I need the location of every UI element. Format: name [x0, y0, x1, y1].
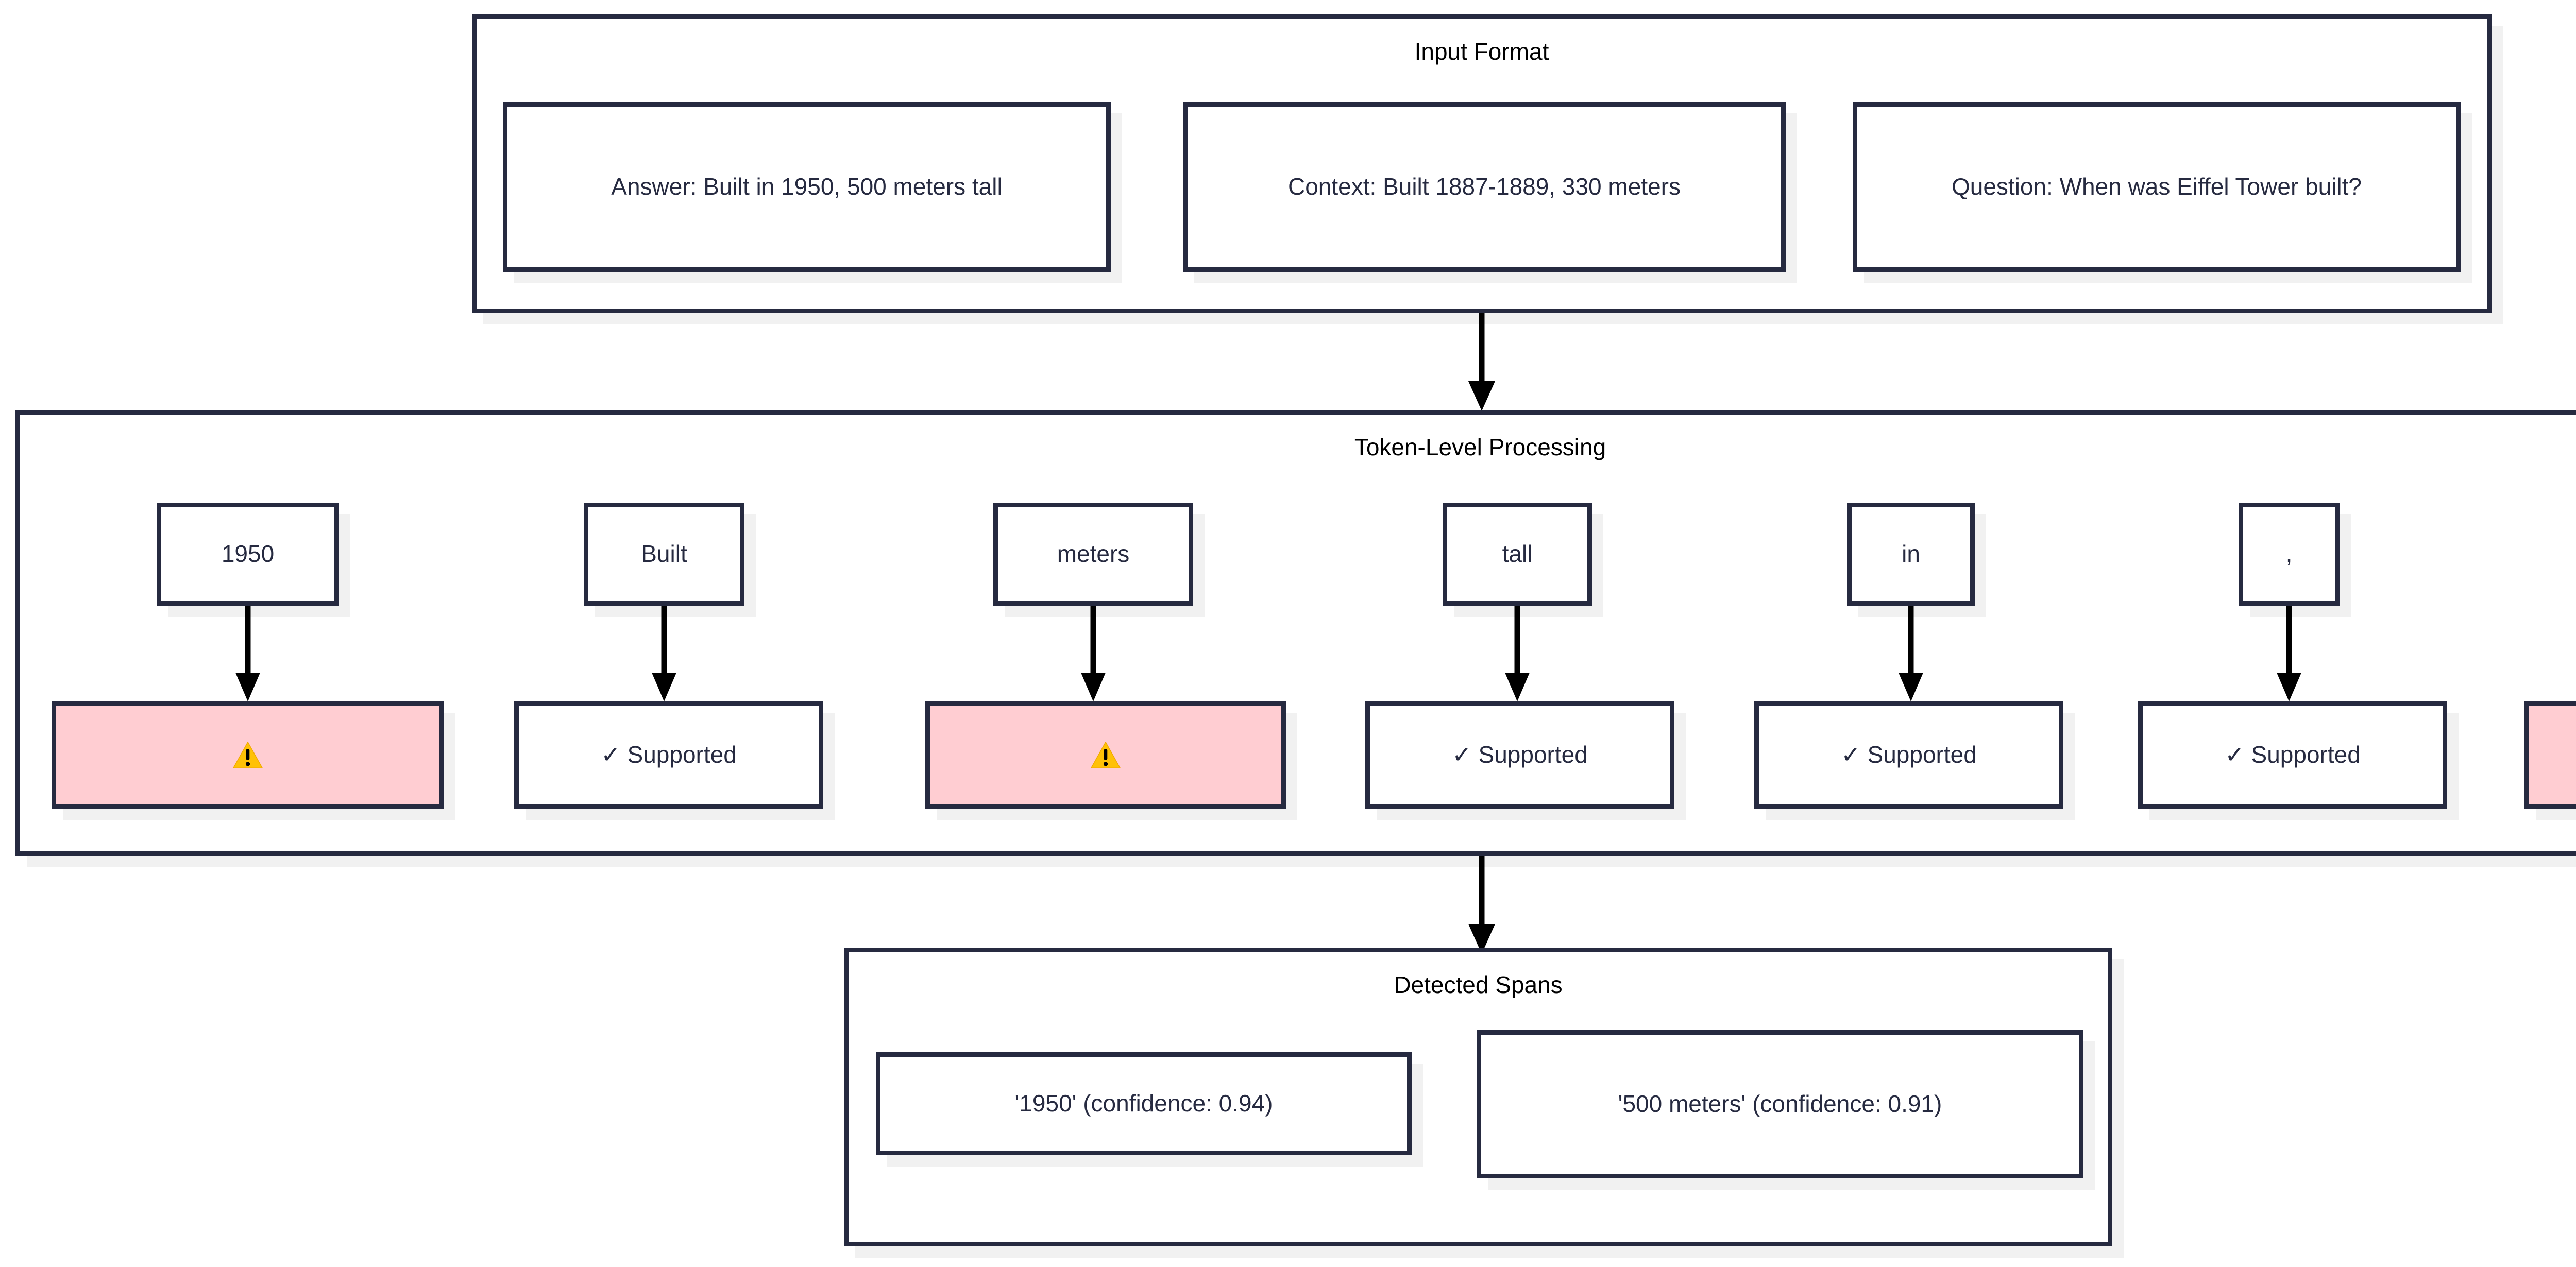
- status-box-meters[interactable]: [925, 701, 1286, 809]
- status-label-built: ✓ Supported: [601, 741, 737, 768]
- edge-token-built-to-status: [652, 606, 676, 701]
- token-box-comma[interactable]: ,: [2239, 503, 2340, 606]
- node-span-500-meters[interactable]: '500 meters' (confidence: 0.91): [1477, 1030, 2083, 1178]
- node-context-label: Context: Built 1887-1889, 330 meters: [1287, 173, 1681, 200]
- node-context[interactable]: Context: Built 1887-1889, 330 meters: [1183, 102, 1786, 272]
- node-question-label: Question: When was Eiffel Tower built?: [1951, 173, 2362, 200]
- status-box-tall[interactable]: ✓ Supported: [1365, 701, 1674, 809]
- node-span-1950[interactable]: '1950' (confidence: 0.94): [876, 1052, 1412, 1155]
- status-box-built[interactable]: ✓ Supported: [514, 701, 823, 809]
- token-box-built[interactable]: Built: [584, 503, 744, 606]
- node-span-500-meters-label: '500 meters' (confidence: 0.91): [1618, 1090, 1942, 1118]
- subgraph-title-detected-spans: Detected Spans: [1394, 971, 1563, 998]
- status-box-1950[interactable]: [52, 701, 444, 809]
- token-label-comma: ,: [2285, 540, 2293, 568]
- edge-input-to-token-processing: [1468, 313, 1495, 411]
- status-label-comma: ✓ Supported: [2225, 741, 2361, 768]
- subgraph-title-input-format: Input Format: [1414, 38, 1549, 65]
- token-label-meters: meters: [1057, 540, 1130, 568]
- token-label-tall: tall: [1502, 540, 1533, 568]
- token-label-in: in: [1902, 540, 1920, 568]
- node-span-1950-label: '1950' (confidence: 0.94): [1014, 1090, 1273, 1117]
- warning-icon: [232, 739, 264, 771]
- status-box-comma[interactable]: ✓ Supported: [2138, 701, 2447, 809]
- edge-token-in-to-status: [1899, 606, 1923, 701]
- token-label-built: Built: [641, 540, 687, 568]
- node-question[interactable]: Question: When was Eiffel Tower built?: [1853, 102, 2461, 272]
- status-label-tall: ✓ Supported: [1452, 741, 1588, 768]
- token-box-tall[interactable]: tall: [1443, 503, 1592, 606]
- status-label-in: ✓ Supported: [1841, 741, 1977, 768]
- status-box-in[interactable]: ✓ Supported: [1754, 701, 2063, 809]
- node-answer[interactable]: Answer: Built in 1950, 500 meters tall: [503, 102, 1111, 272]
- subgraph-title-token-level-processing: Token-Level Processing: [1354, 434, 1606, 460]
- token-box-meters[interactable]: meters: [993, 503, 1193, 606]
- token-box-1950[interactable]: 1950: [157, 503, 339, 606]
- edge-token-processing-to-detected-spans: [1468, 856, 1495, 954]
- warning-icon: [1090, 739, 1122, 771]
- status-box-500[interactable]: [2524, 701, 2576, 809]
- token-label-1950: 1950: [221, 540, 275, 568]
- edge-token-tall-to-status: [1505, 606, 1530, 701]
- edge-token-meters-to-status: [1081, 606, 1106, 701]
- edge-token-1950-to-status: [235, 606, 260, 701]
- edge-token-comma-to-status: [2277, 606, 2301, 701]
- token-box-in[interactable]: in: [1847, 503, 1975, 606]
- node-answer-label: Answer: Built in 1950, 500 meters tall: [611, 173, 1003, 200]
